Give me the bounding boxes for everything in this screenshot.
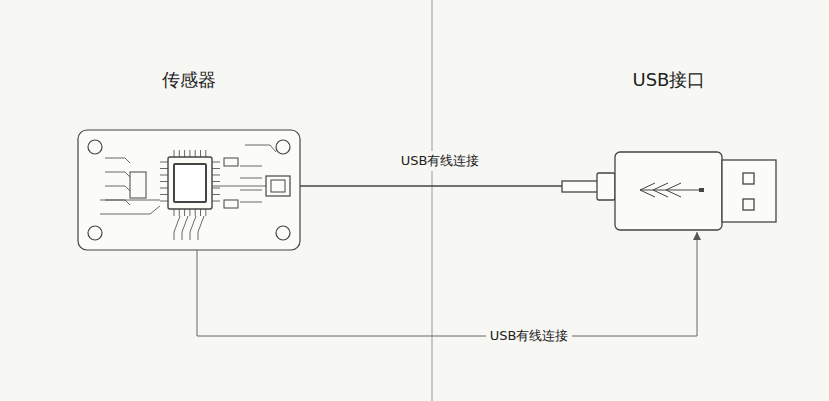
node-heading: 传感器 xyxy=(162,68,216,92)
usb-cable xyxy=(300,185,562,186)
edge-label: USB有线连接 xyxy=(486,326,573,346)
sensor-board xyxy=(78,130,300,250)
edge-label: USB有线连接 xyxy=(397,151,484,171)
divider-line xyxy=(432,0,433,401)
usb-node: USB接口 xyxy=(560,68,778,230)
usb-plug xyxy=(562,152,776,230)
connection-arrow xyxy=(197,232,697,336)
sensor-node: 传感器 xyxy=(78,68,300,250)
node-heading: USB接口 xyxy=(633,68,706,92)
